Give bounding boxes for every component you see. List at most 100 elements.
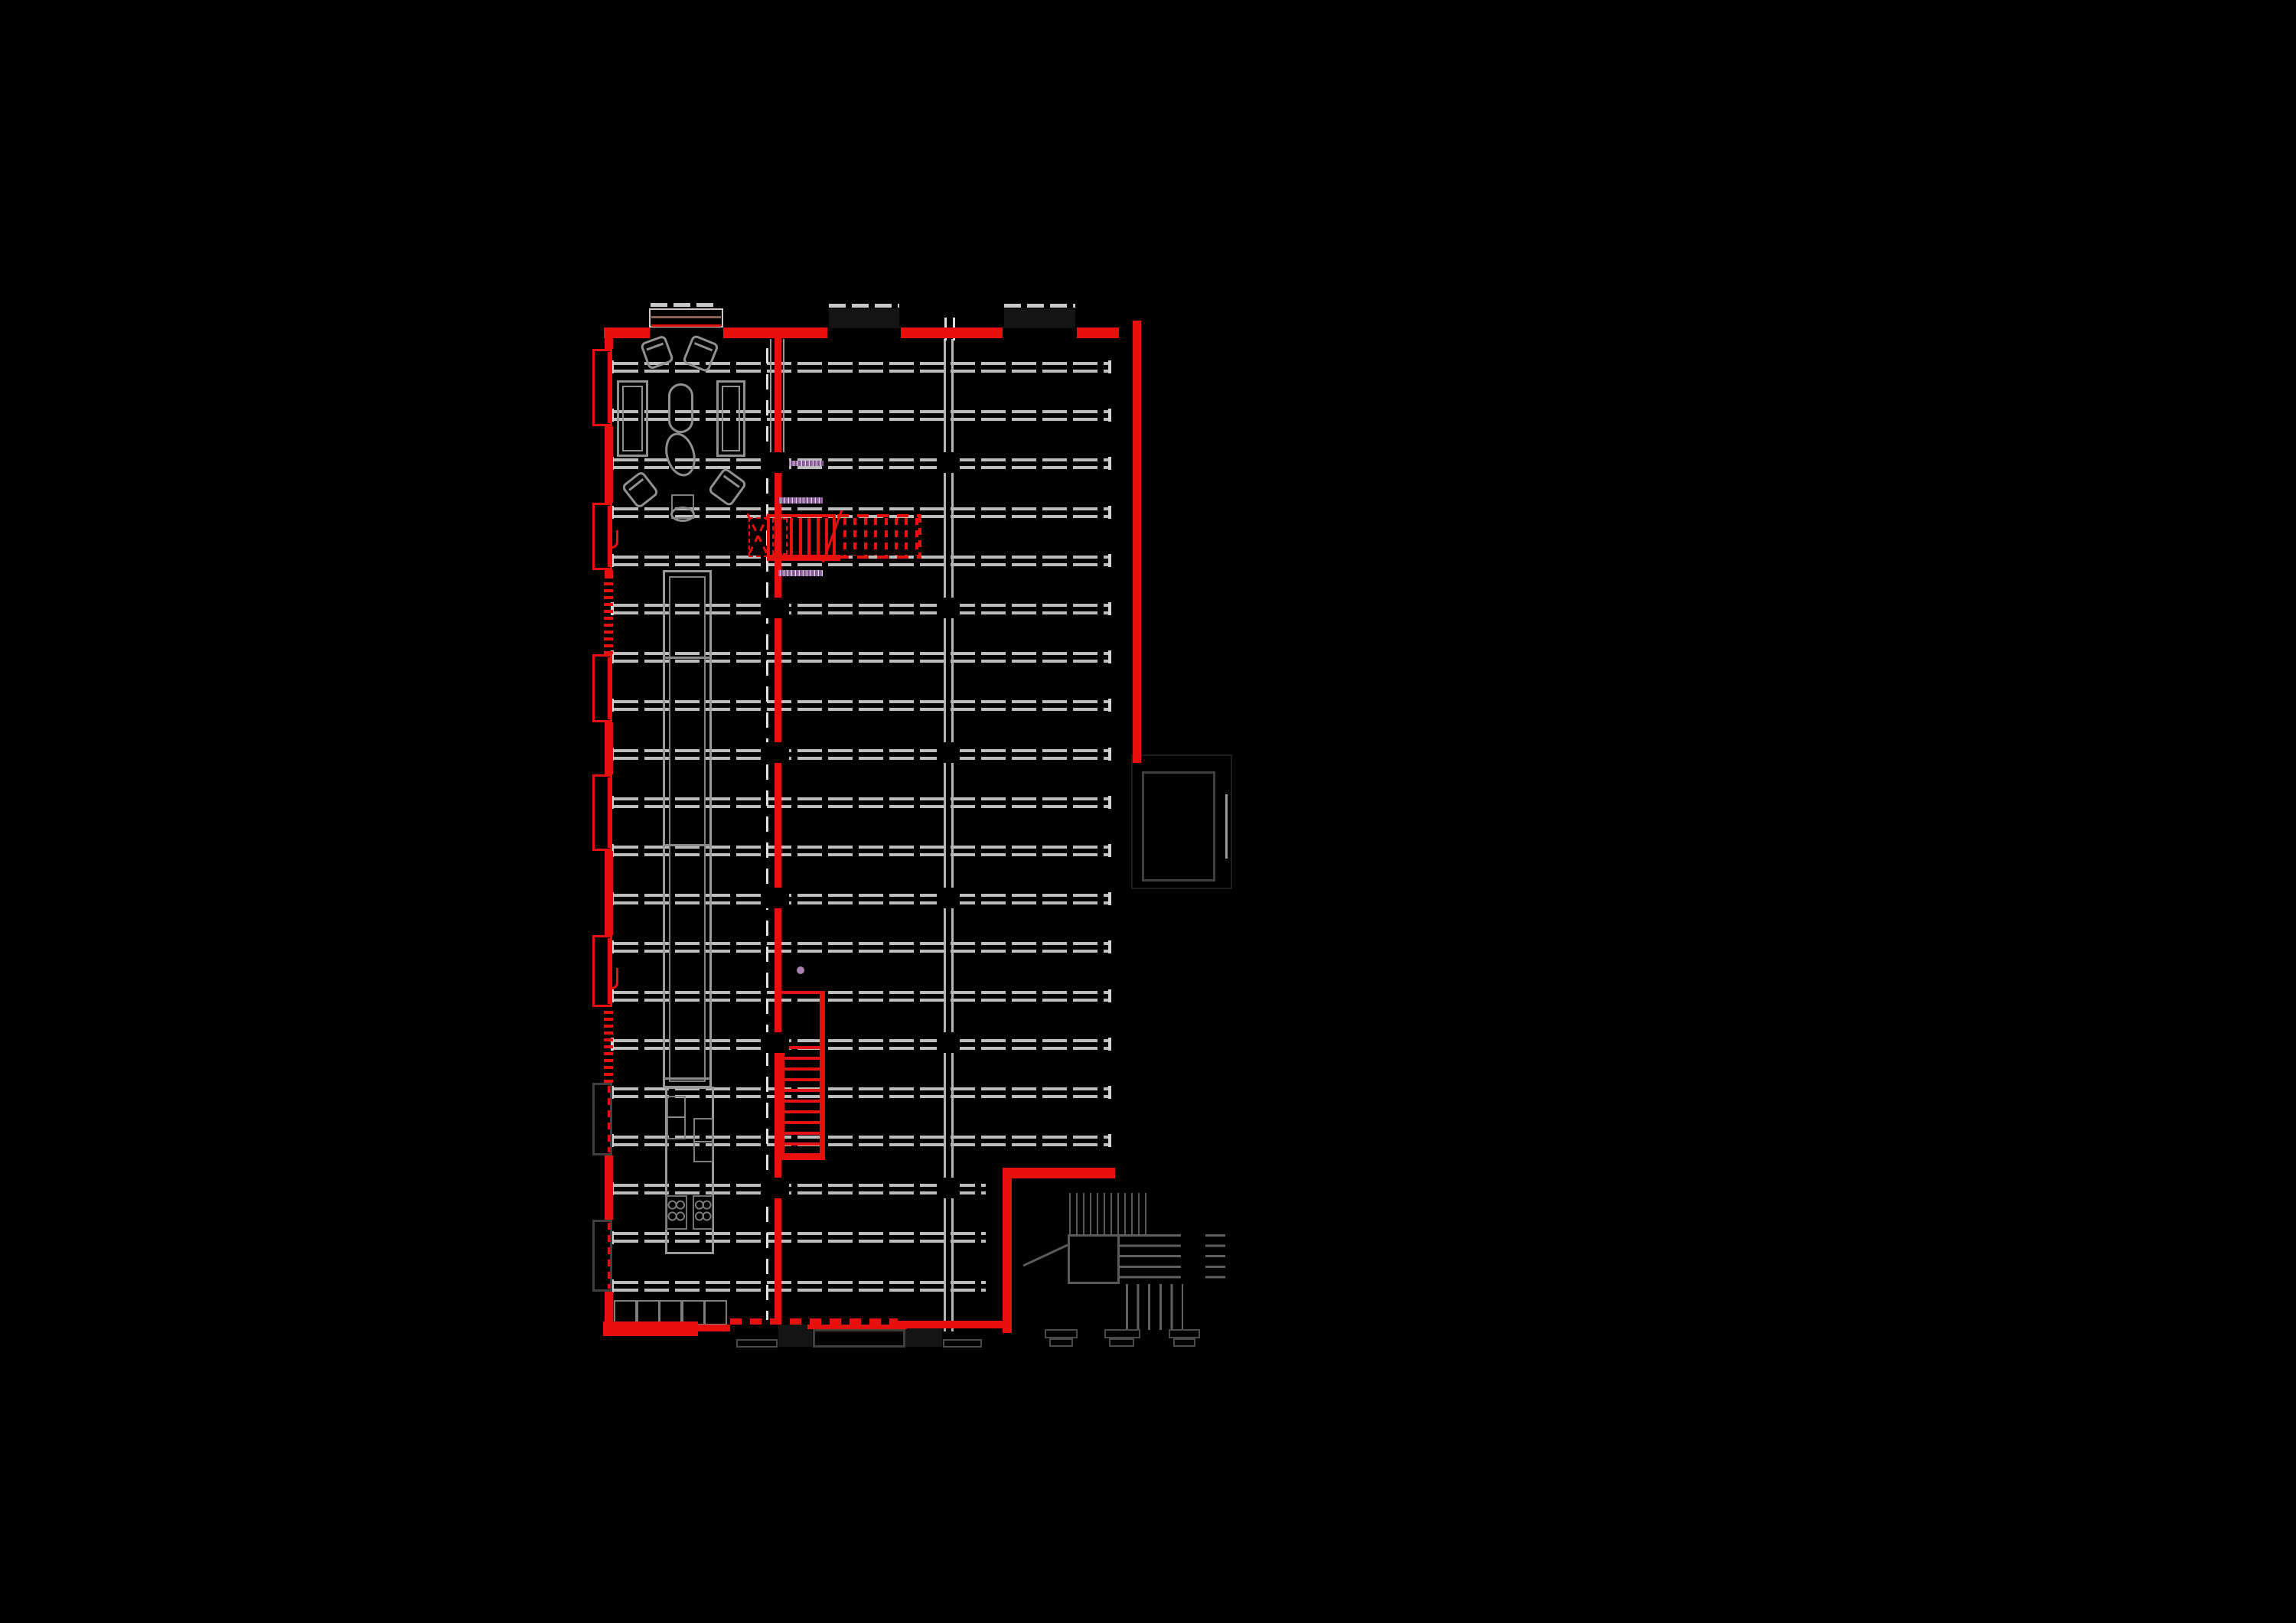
ext-stair-right-treads-2 <box>1205 1234 1225 1286</box>
stair-lower-tread-4 <box>784 1089 820 1092</box>
joist-row-upper-9 <box>614 797 1111 800</box>
stair-upper-dash-end <box>918 516 921 559</box>
left-wall-seg-3 <box>605 570 613 578</box>
joist-end-tick-right-7 <box>1108 699 1111 712</box>
stair-lower-tread-1 <box>784 1057 820 1060</box>
purple-hatch-2 <box>779 497 823 504</box>
joist-row-upper-7 <box>614 700 1111 704</box>
joist-row-lower-0 <box>614 370 1111 373</box>
cooktop-left <box>665 1195 687 1230</box>
elevator-shaft <box>1131 754 1232 889</box>
joist-row-lower-2 <box>614 466 1111 470</box>
joist-end-tick-right-2 <box>1108 457 1111 471</box>
joist-end-tick-right-13 <box>1108 989 1111 1002</box>
footing-1 <box>1045 1329 1078 1338</box>
top-wall-seg-1 <box>604 328 650 338</box>
joist-row-lower-13 <box>614 998 1111 1002</box>
stair-upper-dash-tread-3 <box>874 518 878 556</box>
joist-end-tick-right-15 <box>1108 1086 1111 1099</box>
ext-stair-landing <box>1068 1234 1120 1284</box>
stair-upper-dash-bottom <box>837 556 921 559</box>
joist-end-tick-right-16 <box>1108 1134 1111 1148</box>
stair-upper-dash-tread-0 <box>843 518 846 556</box>
joist-end-tick-left-13 <box>611 989 614 1002</box>
joist-end-tick-left-19 <box>611 1279 614 1292</box>
stair-lower-tread-9 <box>784 1142 820 1146</box>
joist-end-tick-right-9 <box>1108 795 1111 809</box>
left-wall-seg-7 <box>605 1292 613 1336</box>
left-wall-seg-4 <box>605 722 613 774</box>
left-wall-seg-1 <box>605 328 613 349</box>
joist-row-short-upper-1 <box>614 1232 986 1236</box>
joist-row-upper-0 <box>614 362 1111 365</box>
column-block-east-0 <box>937 452 960 473</box>
stair-upper-dash-tread-4 <box>884 518 888 556</box>
bay-glass-e <box>608 938 610 1004</box>
joist-row-lower-10 <box>614 853 1111 856</box>
joist-row-lower-5 <box>614 611 1111 614</box>
footing-2-base <box>1109 1338 1134 1347</box>
bay-window-top-frame <box>649 308 723 328</box>
stair-upper-tread-3 <box>816 518 820 555</box>
joist-end-tick-right-11 <box>1108 892 1111 906</box>
entry-step-right <box>943 1339 982 1348</box>
stair-lower-left-stringer <box>781 1041 784 1158</box>
bay-glass-a <box>608 352 610 423</box>
armchair-top-right <box>681 334 720 373</box>
entry-dark-mass-a <box>778 1325 812 1347</box>
joist-end-tick-left-18 <box>611 1230 614 1244</box>
top-wall-seg-2 <box>723 328 827 338</box>
joist-row-lower-7 <box>614 708 1111 712</box>
stair-upper-dash-tread-6 <box>905 518 908 556</box>
joist-row-short-lower-2 <box>614 1288 986 1292</box>
wall-flank-line-b <box>783 339 784 465</box>
joist-row-upper-2 <box>614 458 1111 462</box>
joist-row-upper-16 <box>614 1136 1111 1139</box>
joist-row-lower-16 <box>614 1143 1111 1147</box>
joist-row-upper-14 <box>614 1038 1111 1042</box>
stair-lower-base <box>781 1156 825 1160</box>
window-bay-g <box>592 1220 612 1292</box>
joist-end-tick-right-0 <box>1108 360 1111 373</box>
bay-glass-g <box>608 1223 610 1289</box>
wall-flank-line-a <box>770 339 771 465</box>
joist-row-upper-5 <box>614 604 1111 607</box>
round-table <box>660 429 700 480</box>
kitchen-unit-right <box>693 1118 713 1162</box>
joist-row-short-lower-0 <box>614 1191 986 1194</box>
joist-row-short-upper-2 <box>614 1280 986 1284</box>
bottom-wall-right <box>898 1321 1005 1328</box>
oval-table <box>668 383 693 433</box>
base-cabinet-4 <box>704 1300 728 1325</box>
bottom-wall-dashed <box>730 1318 898 1325</box>
joist-row-short-upper-0 <box>614 1184 986 1187</box>
stair-lower-tread-6 <box>784 1110 820 1113</box>
stair-lower-top <box>781 991 825 994</box>
purple-hatch-1 <box>781 461 823 466</box>
footing-2 <box>1104 1329 1140 1338</box>
joist-end-tick-left-4 <box>611 553 614 567</box>
joist-end-tick-left-16 <box>611 1134 614 1148</box>
bay-window-top-mullion <box>651 316 721 318</box>
window-sill-1 <box>651 303 719 307</box>
joist-row-lower-11 <box>614 901 1111 905</box>
bottom-wall-thick <box>603 1322 698 1336</box>
column-block-east-5 <box>937 1178 960 1198</box>
stair-lower-tread-2 <box>784 1067 820 1071</box>
joist-row-lower-8 <box>614 756 1111 760</box>
stair-lower-tread-0 <box>784 1046 820 1049</box>
stair-upper-dash-tread-1 <box>853 518 857 556</box>
stair-upper-tread-0 <box>790 518 793 555</box>
stair-upper-dash-tread-2 <box>863 518 867 556</box>
sofa-right <box>716 380 745 457</box>
joist-end-tick-right-4 <box>1108 553 1111 567</box>
gallery-counter-cross-3 <box>664 1077 710 1080</box>
bottom-wall-thin <box>698 1325 730 1331</box>
joist-row-lower-14 <box>614 1046 1111 1050</box>
bay-glass-f <box>608 1086 610 1152</box>
ext-stair-upper-treads <box>1069 1193 1152 1234</box>
joist-row-lower-9 <box>614 804 1111 808</box>
door-swing-b <box>610 530 618 549</box>
wall-hatch-2 <box>604 1009 613 1083</box>
corner-wall-h <box>1005 1168 1115 1178</box>
